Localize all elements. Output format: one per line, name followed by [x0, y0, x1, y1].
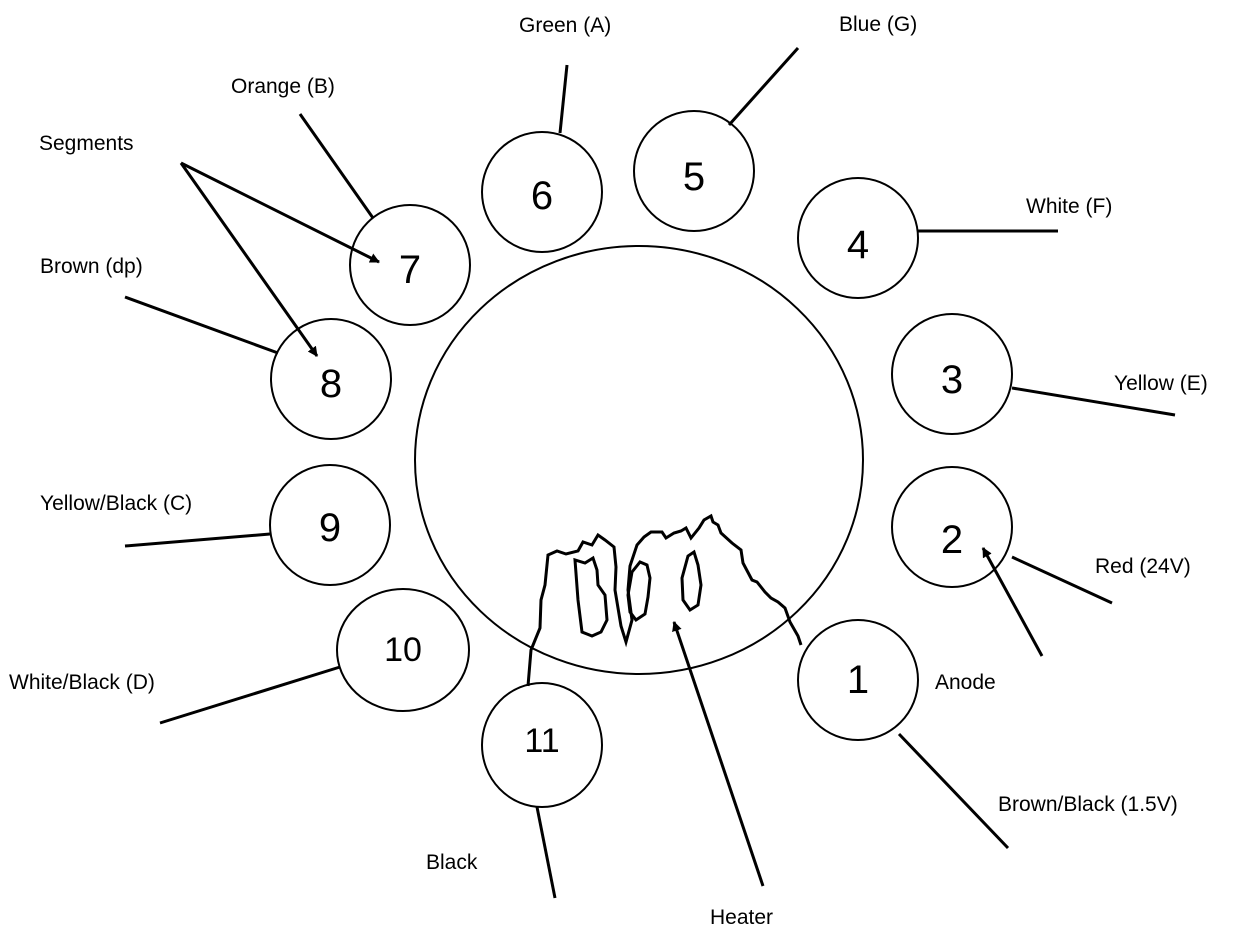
- pin-3-number: 3: [941, 358, 963, 402]
- pin-8-number: 8: [320, 362, 342, 406]
- heater-loop-2: [626, 560, 652, 623]
- pin-7: 7: [349, 204, 471, 326]
- heater-loop-3: [680, 549, 703, 613]
- pin-9: 9: [269, 464, 391, 586]
- pin-5-wire: [727, 46, 800, 127]
- pin-6-number: 6: [531, 174, 553, 218]
- heater-label: Heater: [710, 906, 773, 929]
- pin-8: 8: [270, 318, 392, 440]
- pin-1-number: 1: [847, 658, 869, 702]
- heater-filament: [526, 513, 803, 687]
- pin-9-wire: [124, 532, 271, 548]
- pin-9-number: 9: [319, 506, 341, 550]
- pin-9-wire-label: Yellow/Black (C): [40, 492, 192, 515]
- segments-label: Segments: [39, 132, 134, 155]
- pin-3-wire: [1011, 386, 1176, 417]
- pin-11-wire: [535, 806, 557, 899]
- heater-loop-1: [573, 555, 609, 638]
- pin-2-number: 2: [941, 518, 963, 562]
- pin-7-wire-label: Orange (B): [231, 75, 335, 98]
- pin-5: 5: [633, 110, 755, 232]
- pin-5-number: 5: [683, 155, 705, 199]
- pin-3: 3: [891, 313, 1013, 435]
- pin-1-wire: [897, 732, 1010, 850]
- pin-1: 1: [797, 619, 919, 741]
- pin-6-wire-label: Green (A): [519, 14, 611, 37]
- pin-4: 4: [797, 177, 919, 299]
- pin-10-number: 10: [384, 631, 422, 669]
- pin-6: 6: [481, 131, 603, 253]
- pin-6-wire: [558, 64, 569, 134]
- heater-arrow: [672, 621, 765, 887]
- pin-7-number: 7: [399, 248, 421, 292]
- pin-4-number: 4: [847, 223, 869, 267]
- pin-2-wire: [1011, 555, 1113, 605]
- pin-8-wire-label: Brown (dp): [40, 255, 143, 278]
- pin-10: 10: [336, 588, 470, 712]
- pin-2-wire-label: Red (24V): [1095, 555, 1191, 578]
- segments-arrows: [179, 161, 380, 357]
- pin-5-wire-label: Blue (G): [839, 13, 917, 36]
- pin-11-wire-label: Black: [426, 851, 478, 874]
- pin-10-wire-label: White/Black (D): [9, 671, 155, 694]
- pin-11: 11: [481, 682, 603, 808]
- pin-11-number: 11: [524, 722, 559, 760]
- pin-8-wire: [124, 295, 279, 355]
- anode-arrow: [981, 547, 1044, 657]
- pin-3-wire-label: Yellow (E): [1114, 372, 1208, 395]
- pin-7-wire: [298, 113, 375, 219]
- anode-label: Anode: [935, 671, 996, 694]
- pin-10-wire: [159, 665, 341, 725]
- pin-2: 2: [891, 466, 1013, 588]
- pin-1-wire-label: Brown/Black (1.5V): [998, 793, 1178, 816]
- tube-envelope: [414, 245, 864, 675]
- pin-4-wire-label: White (F): [1026, 195, 1112, 218]
